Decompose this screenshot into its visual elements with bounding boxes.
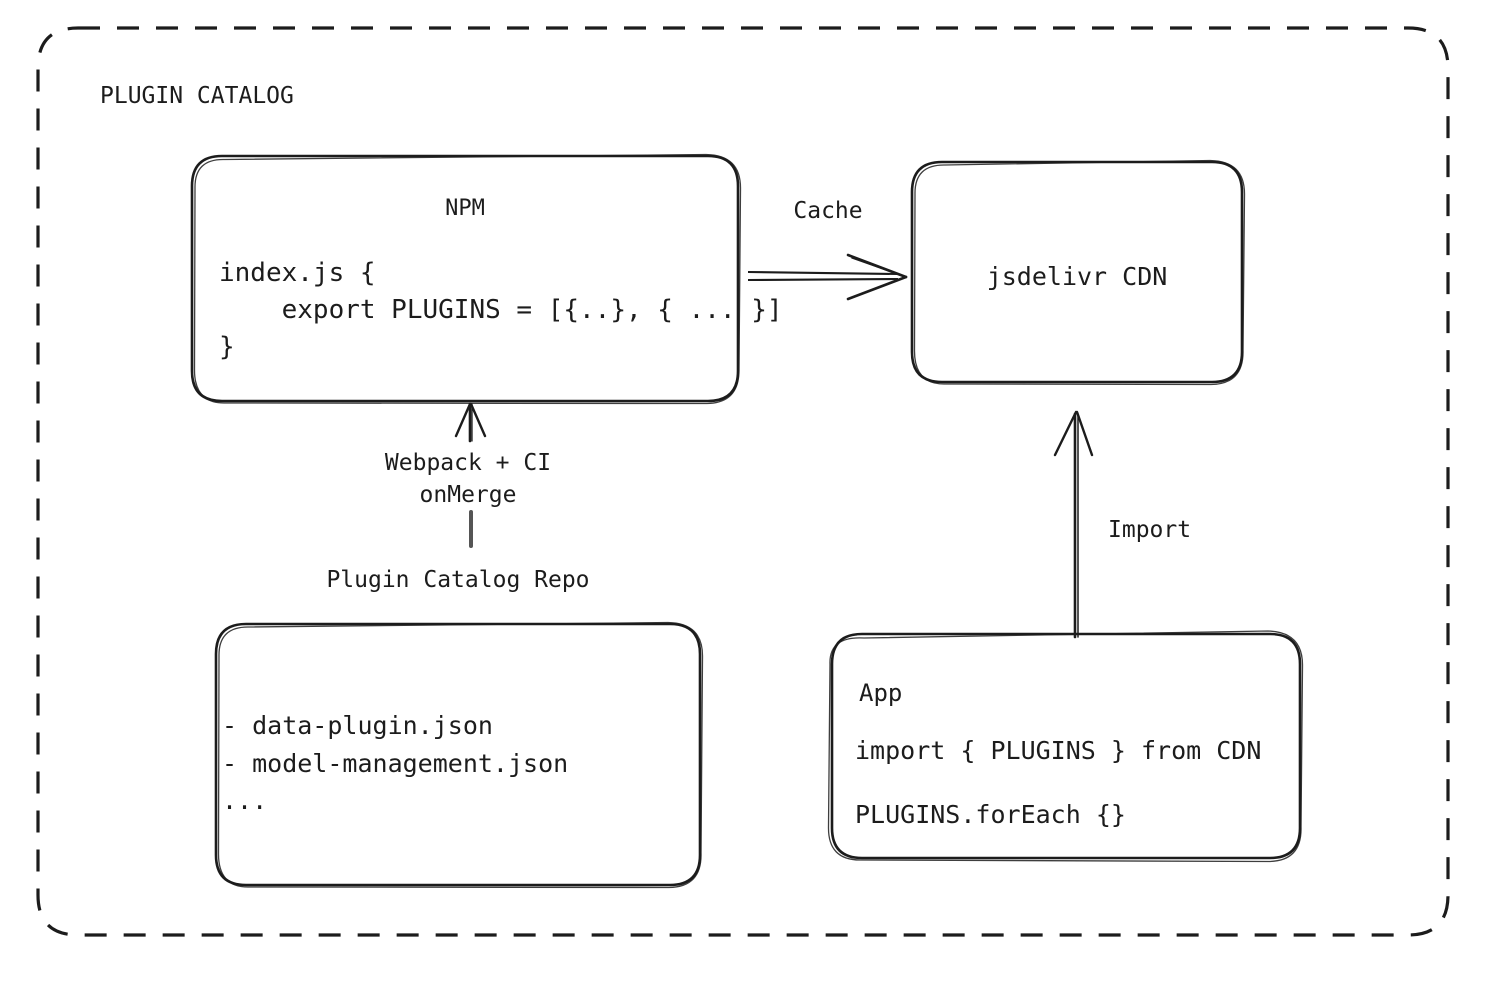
node-repo-label: Plugin Catalog Repo xyxy=(326,567,590,593)
node-cdn-box xyxy=(910,159,1246,386)
group-container-plugin-catalog xyxy=(36,26,1450,937)
edge-cache-label: Cache xyxy=(793,198,863,224)
node-npm-code: index.js { export PLUGINS = [{..}, { ...… xyxy=(219,258,783,362)
node-app-code-line-1: import { PLUGINS } from CDN xyxy=(855,736,1262,765)
node-npm-title: NPM xyxy=(445,196,485,221)
edge-import-label: Import xyxy=(1108,517,1192,543)
node-repo-box xyxy=(214,621,704,889)
edge-build-label: Webpack + CI onMerge xyxy=(384,450,552,508)
edge-build-arrow xyxy=(454,402,487,548)
node-app-box xyxy=(827,630,1304,863)
node-repo-code: - data-plugin.json - model-management.js… xyxy=(222,711,569,815)
group-title: PLUGIN CATALOG xyxy=(100,83,294,109)
node-npm-box xyxy=(190,153,742,405)
node-app-title: App xyxy=(859,679,903,707)
node-cdn-title: jsdelivr CDN xyxy=(986,262,1168,291)
edge-import-arrow xyxy=(1053,410,1094,639)
edge-cache-arrow xyxy=(747,253,908,301)
node-app-code-line-2: PLUGINS.forEach {} xyxy=(855,800,1126,829)
